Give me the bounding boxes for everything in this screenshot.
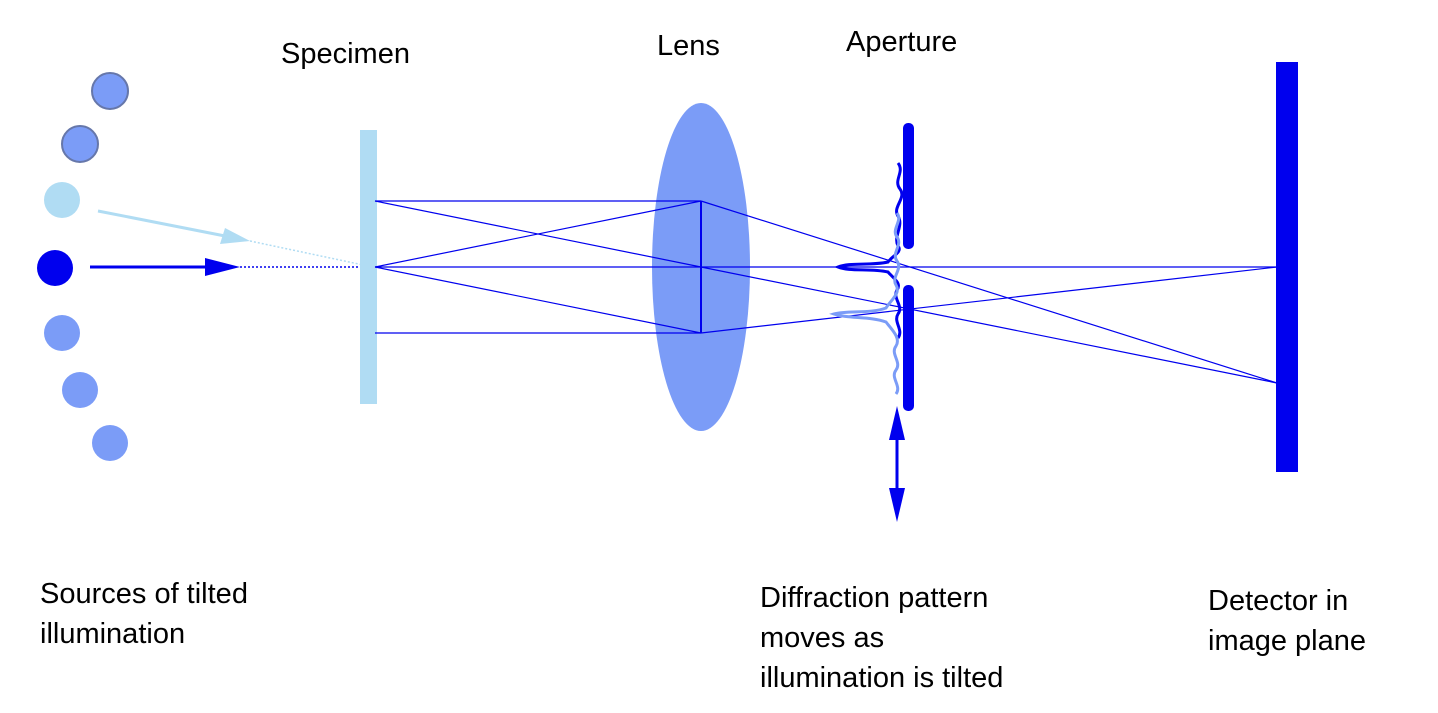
aperture-label: Aperture xyxy=(846,26,958,58)
movement-arrowhead-up xyxy=(889,406,905,440)
detector-label-line: Detector in xyxy=(1208,585,1349,617)
detector-label: Detector in image plane xyxy=(1208,581,1366,661)
source-circle xyxy=(62,372,98,408)
optical-rays xyxy=(374,200,1278,384)
diffraction-label-line: illumination is tilted xyxy=(760,662,1004,694)
source-circle xyxy=(92,425,128,461)
detector-in-image-plane xyxy=(1276,62,1298,472)
movement-arrowhead-down xyxy=(889,488,905,522)
tilted-illumination-arrow xyxy=(97,209,226,238)
tilted-arrowhead xyxy=(220,228,250,244)
diffraction-pattern-tilted xyxy=(829,212,901,395)
source-circle-tilted xyxy=(44,182,80,218)
diffraction-label: Diffraction pattern moves as illuminatio… xyxy=(760,578,1003,698)
ray xyxy=(700,266,1278,384)
incident-rays xyxy=(90,209,369,276)
ray xyxy=(374,200,702,268)
ray xyxy=(374,266,702,334)
aperture-blade-top xyxy=(903,123,914,249)
aperture-blade-bottom xyxy=(903,285,914,411)
source-circle-on-axis xyxy=(37,250,73,286)
tilted-illumination-dotted xyxy=(249,240,369,267)
ray xyxy=(700,200,1278,384)
diffraction-label-line: Diffraction pattern xyxy=(760,582,989,614)
source-circle xyxy=(91,72,129,110)
movement-arrow xyxy=(889,406,905,522)
sources-label: Sources of tilted illumination xyxy=(40,574,248,654)
source-circle xyxy=(44,315,80,351)
diffraction-label-line: moves as xyxy=(760,622,885,654)
diffraction-pattern-on-axis xyxy=(834,162,904,339)
sources-label-line: illumination xyxy=(40,618,186,650)
specimen-plate xyxy=(360,130,377,404)
specimen-label: Specimen xyxy=(281,38,410,70)
sources-label-line: Sources of tilted xyxy=(40,578,248,610)
lens-label: Lens xyxy=(657,30,720,62)
illumination-sources xyxy=(37,72,129,461)
detector-label-line: image plane xyxy=(1208,625,1366,657)
on-axis-arrowhead xyxy=(205,258,240,276)
source-circle xyxy=(61,125,99,163)
ray xyxy=(700,266,1278,334)
